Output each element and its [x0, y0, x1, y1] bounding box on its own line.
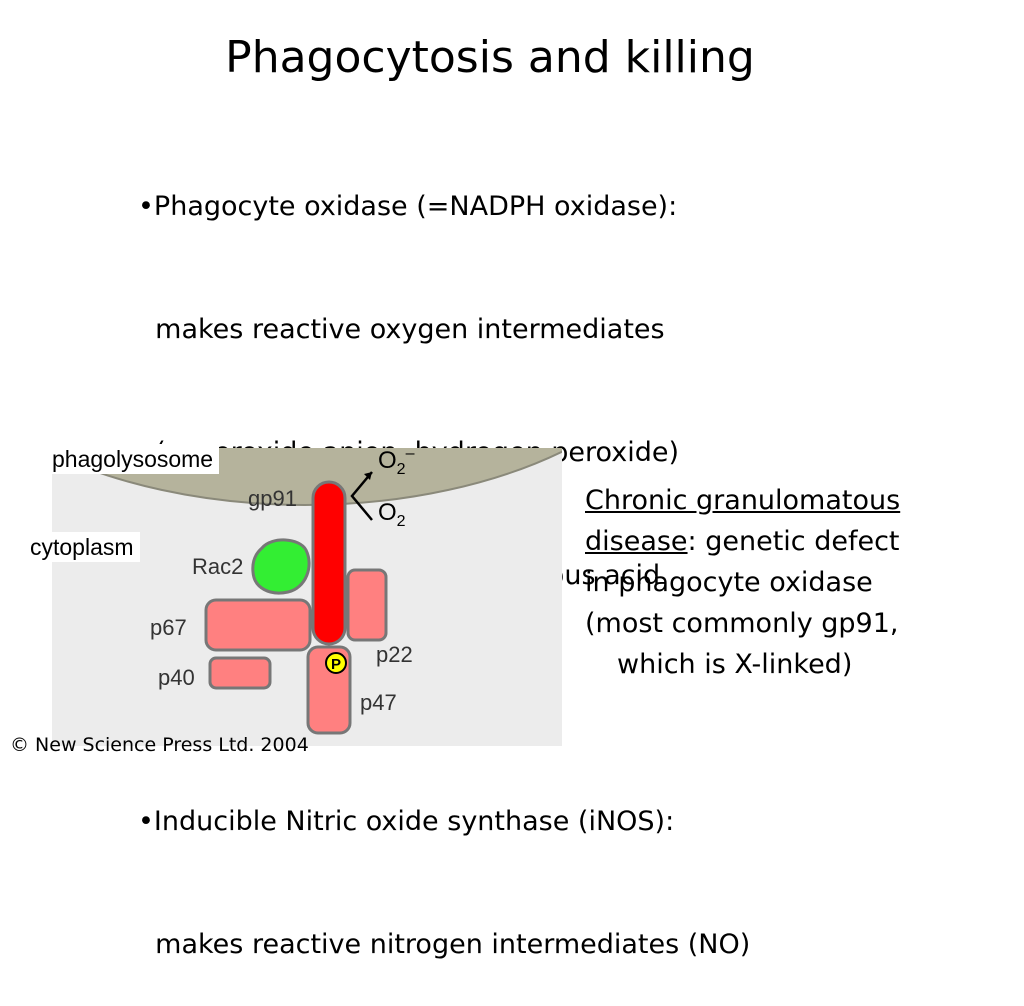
p40-subunit: [208, 656, 272, 690]
cgd-line: disease: genetic defect: [585, 521, 1015, 562]
cytoplasm-label: cytoplasm: [24, 532, 140, 562]
p40-label: p40: [158, 665, 195, 690]
bullet-line: makes reactive oxygen intermediates: [138, 314, 665, 345]
cgd-note: Chronic granulomatous disease: genetic d…: [585, 480, 1015, 685]
cgd-term: Chronic granulomatous: [585, 485, 901, 516]
phagolysosome-label: phagolysosome: [46, 444, 220, 474]
copyright-credit: © New Science Press Ltd. 2004: [10, 734, 309, 756]
cgd-line: which is X-linked): [617, 649, 853, 680]
cgd-term: disease: [585, 526, 688, 557]
gp91-subunit: [311, 480, 347, 646]
rac2-label: Rac2: [192, 554, 243, 579]
nadph-oxidase-diagram: P O2– O2 gp91 Rac2 p67 p40 p22 p47 phago…: [0, 440, 570, 750]
cgd-text: : genetic defect: [687, 526, 900, 557]
bullet-line: •Phagocyte oxidase (=NADPH oxidase):: [138, 191, 678, 222]
p67-subunit: [204, 598, 312, 652]
bullet-line: •Inducible Nitric oxide synthase (iNOS):: [138, 806, 675, 837]
slide-title: Phagocytosis and killing: [225, 32, 755, 83]
rac2-subunit: [251, 538, 311, 595]
phosphate-marker: [325, 652, 347, 674]
oxygen-label: O2: [378, 499, 406, 530]
arrow-head: [364, 472, 372, 480]
phosphate-label: P: [331, 656, 341, 673]
bullet-line: makes reactive nitrogen intermediates (N…: [138, 929, 751, 960]
p22-subunit: [346, 568, 388, 642]
cgd-line: (most commonly gp91,: [585, 608, 899, 639]
diagram-canvas: P O2– O2 gp91 Rac2 p67 p40 p22 p47: [52, 445, 562, 746]
p67-label: p67: [150, 615, 187, 640]
superoxide-label: O2–: [378, 445, 415, 478]
reaction-arrow: [350, 471, 373, 521]
gp91-label: gp91: [248, 486, 297, 511]
p22-label: p22: [376, 642, 413, 667]
cgd-line: in phagocyte oxidase: [585, 567, 873, 598]
p47-label: p47: [360, 690, 397, 715]
cgd-line: Chronic granulomatous: [585, 480, 1015, 521]
